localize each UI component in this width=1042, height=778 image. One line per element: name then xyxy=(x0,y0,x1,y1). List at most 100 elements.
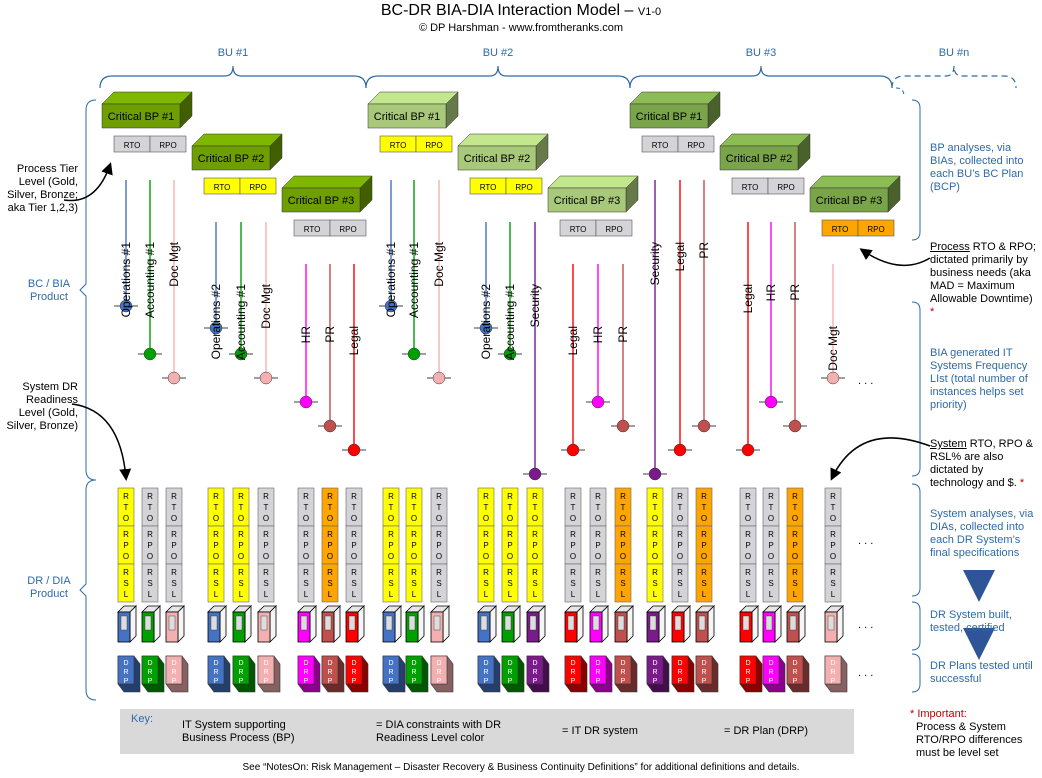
dia-letter: S xyxy=(483,579,488,588)
rpo-label: RPO xyxy=(687,141,704,150)
drp-letter: R xyxy=(701,669,706,676)
system-dot xyxy=(788,419,802,433)
dia-letter: S xyxy=(532,579,537,588)
system-dot xyxy=(167,371,181,385)
system-dot xyxy=(826,371,840,385)
system-dot xyxy=(616,419,630,433)
dia-letter: R xyxy=(792,568,798,577)
drp-letter: P xyxy=(653,678,658,685)
dia-letter: T xyxy=(596,503,601,512)
dia-letter: P xyxy=(677,541,682,550)
dia-letter: R xyxy=(351,530,357,539)
bu-brace xyxy=(99,65,367,89)
ellipsis: . . . xyxy=(858,619,873,631)
bu-brace xyxy=(891,65,1017,89)
drp-letter: D xyxy=(123,660,128,667)
bp-block xyxy=(457,145,537,171)
dia-letter: O xyxy=(532,552,538,561)
dia-letter: S xyxy=(388,579,393,588)
bp-block xyxy=(809,187,889,213)
dia-letter: L xyxy=(571,590,576,599)
dia-cell xyxy=(762,563,780,603)
dia-letter: O xyxy=(411,514,417,523)
drp-letter: P xyxy=(172,678,177,685)
rto-label: RTO xyxy=(390,141,407,150)
dia-letter: P xyxy=(830,541,835,550)
dia-letter: T xyxy=(352,503,357,512)
rto-label: RTO xyxy=(304,225,321,234)
drp-letter: R xyxy=(570,669,575,676)
dia-letter: O xyxy=(507,514,513,523)
dia-letter: R xyxy=(620,492,626,501)
server-bay xyxy=(300,615,308,631)
dia-letter: T xyxy=(508,503,513,512)
dia-letter: R xyxy=(388,568,394,577)
drp-letter: D xyxy=(745,660,750,667)
bp-block xyxy=(547,187,627,213)
system-label: Legal xyxy=(347,326,361,355)
drp-book xyxy=(564,655,582,685)
bp-block xyxy=(281,187,361,213)
drp-letter: D xyxy=(532,660,537,667)
system-label: Operations #1 xyxy=(384,242,398,318)
server-bay xyxy=(789,615,797,631)
system-label: Doc Mgt xyxy=(259,283,273,328)
drp-book xyxy=(257,655,275,685)
server-bay xyxy=(210,615,218,631)
dia-cell xyxy=(646,563,664,603)
system-dr-arrow xyxy=(71,403,132,481)
system-label: Legal xyxy=(673,242,687,271)
dia-cell xyxy=(430,563,448,603)
rpo-cell xyxy=(505,177,543,195)
dia-letter: R xyxy=(701,492,707,501)
dia-letter: R xyxy=(327,568,333,577)
dia-cell xyxy=(824,563,842,603)
dia-letter: R xyxy=(701,530,707,539)
server-bay xyxy=(235,615,243,631)
dia-letter: O xyxy=(792,552,798,561)
drp-letter: D xyxy=(620,660,625,667)
system-dot xyxy=(299,395,313,409)
diagram-subtitle: © DP Harshman - www.fromtheranks.com xyxy=(418,22,624,34)
dia-letter: P xyxy=(745,541,750,550)
dia-letter: O xyxy=(303,552,309,561)
drp-book xyxy=(695,655,713,685)
rto-label: RTO xyxy=(832,225,849,234)
system-dot xyxy=(323,419,337,433)
system-dot xyxy=(764,395,778,409)
drp-letter: D xyxy=(263,660,268,667)
server-side xyxy=(836,605,844,643)
drp-letter: R xyxy=(213,669,218,676)
dia-letter: T xyxy=(124,503,129,512)
dia-letter: O xyxy=(213,552,219,561)
dia-letter: S xyxy=(303,579,308,588)
dia-letter: R xyxy=(411,568,417,577)
dia-letter: O xyxy=(238,552,244,561)
drp-book xyxy=(321,655,339,685)
drp-letter: R xyxy=(351,669,356,676)
bp-label: Critical BP #2 xyxy=(198,153,264,165)
dia-letter: S xyxy=(652,579,657,588)
dia-letter: O xyxy=(483,514,489,523)
rpo-cell xyxy=(677,135,715,153)
dia-letter: R xyxy=(436,530,442,539)
dia-letter: R xyxy=(147,568,153,577)
dia-cell xyxy=(477,563,495,603)
dia-cell xyxy=(671,563,689,603)
dia-cell xyxy=(501,563,519,603)
dia-letter: P xyxy=(532,541,537,550)
ellipsis: . . . xyxy=(858,375,873,387)
dia-letter: P xyxy=(652,541,657,550)
rpo-cell xyxy=(329,219,367,237)
dia-letter: L xyxy=(793,590,798,599)
drp-letter: P xyxy=(831,678,836,685)
dia-letter: R xyxy=(595,530,601,539)
bu-brace xyxy=(629,65,893,89)
rpo-cell xyxy=(857,219,895,237)
dia-letter: R xyxy=(483,568,489,577)
dia-letter: R xyxy=(830,568,836,577)
dia-letter: R xyxy=(327,492,333,501)
server-side xyxy=(442,605,450,643)
dia-letter: L xyxy=(678,590,683,599)
drp-book xyxy=(117,655,135,685)
